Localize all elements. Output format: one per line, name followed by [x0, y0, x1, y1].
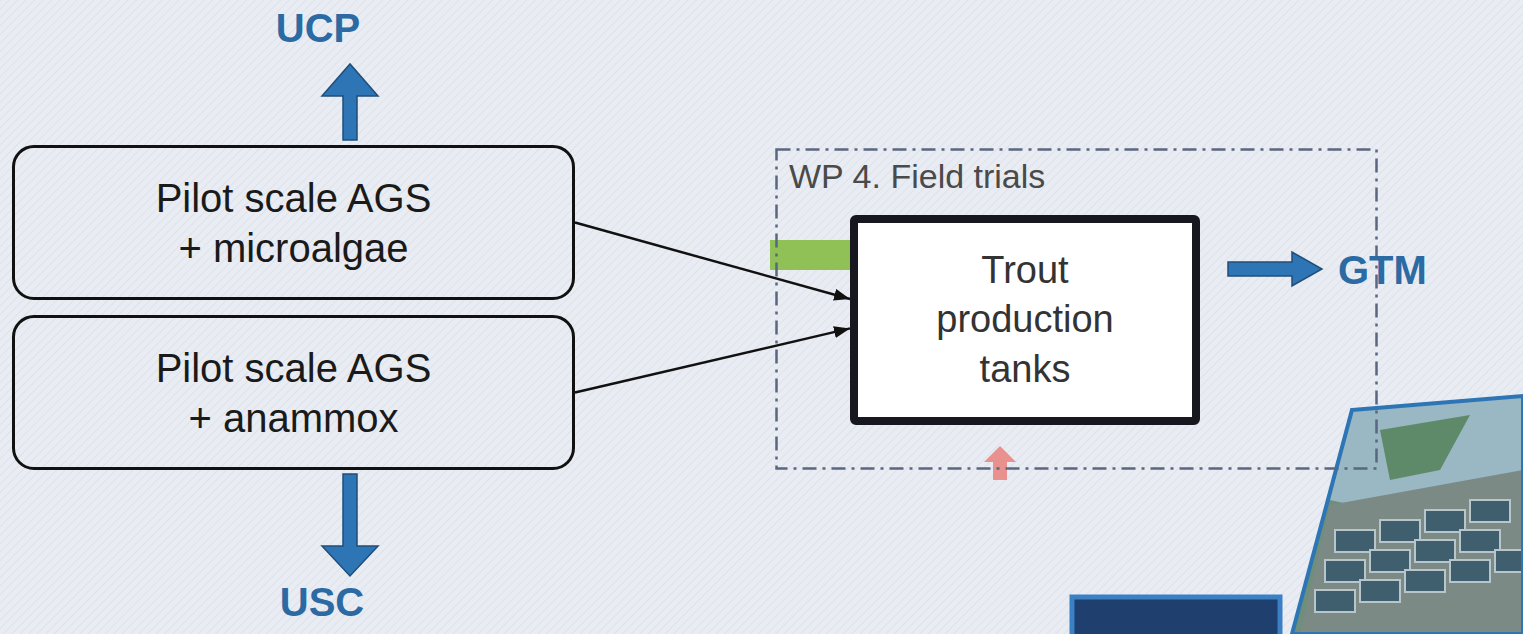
site-name: UCP	[276, 8, 360, 48]
region-border	[777, 150, 1377, 469]
site-name: GTM	[1338, 250, 1427, 290]
region-heading: WP 4. Field trials	[775, 148, 1378, 197]
photo-frame	[1292, 396, 1523, 634]
input-arrow	[984, 446, 1016, 480]
box-label: Pilot scale AGS + microalgae	[144, 173, 444, 273]
work-package-region: WP 4. Field trialsTrout production tanks	[775, 148, 1378, 470]
site-label: UCP	[276, 8, 360, 48]
box-label: Trout production tanks	[915, 246, 1135, 394]
site-label: USC	[280, 582, 364, 622]
tank-box: Trout production tanks	[850, 215, 1200, 425]
aerial-photo	[1280, 390, 1523, 634]
process-box: Pilot scale AGS + microalgae	[12, 145, 575, 300]
partial-box	[1072, 597, 1280, 634]
site-label: GTM	[1338, 250, 1427, 290]
block-arrow-up	[322, 64, 378, 140]
box-label: Pilot scale AGS + anammox	[144, 343, 444, 443]
block-arrow-down	[322, 474, 378, 576]
flow-arrow	[575, 223, 850, 300]
flow-arrow	[575, 328, 850, 392]
input-bar	[770, 240, 862, 270]
block-arrow-right	[1228, 252, 1322, 286]
process-box: Pilot scale AGS + anammox	[12, 315, 575, 470]
site-name: USC	[280, 582, 364, 622]
